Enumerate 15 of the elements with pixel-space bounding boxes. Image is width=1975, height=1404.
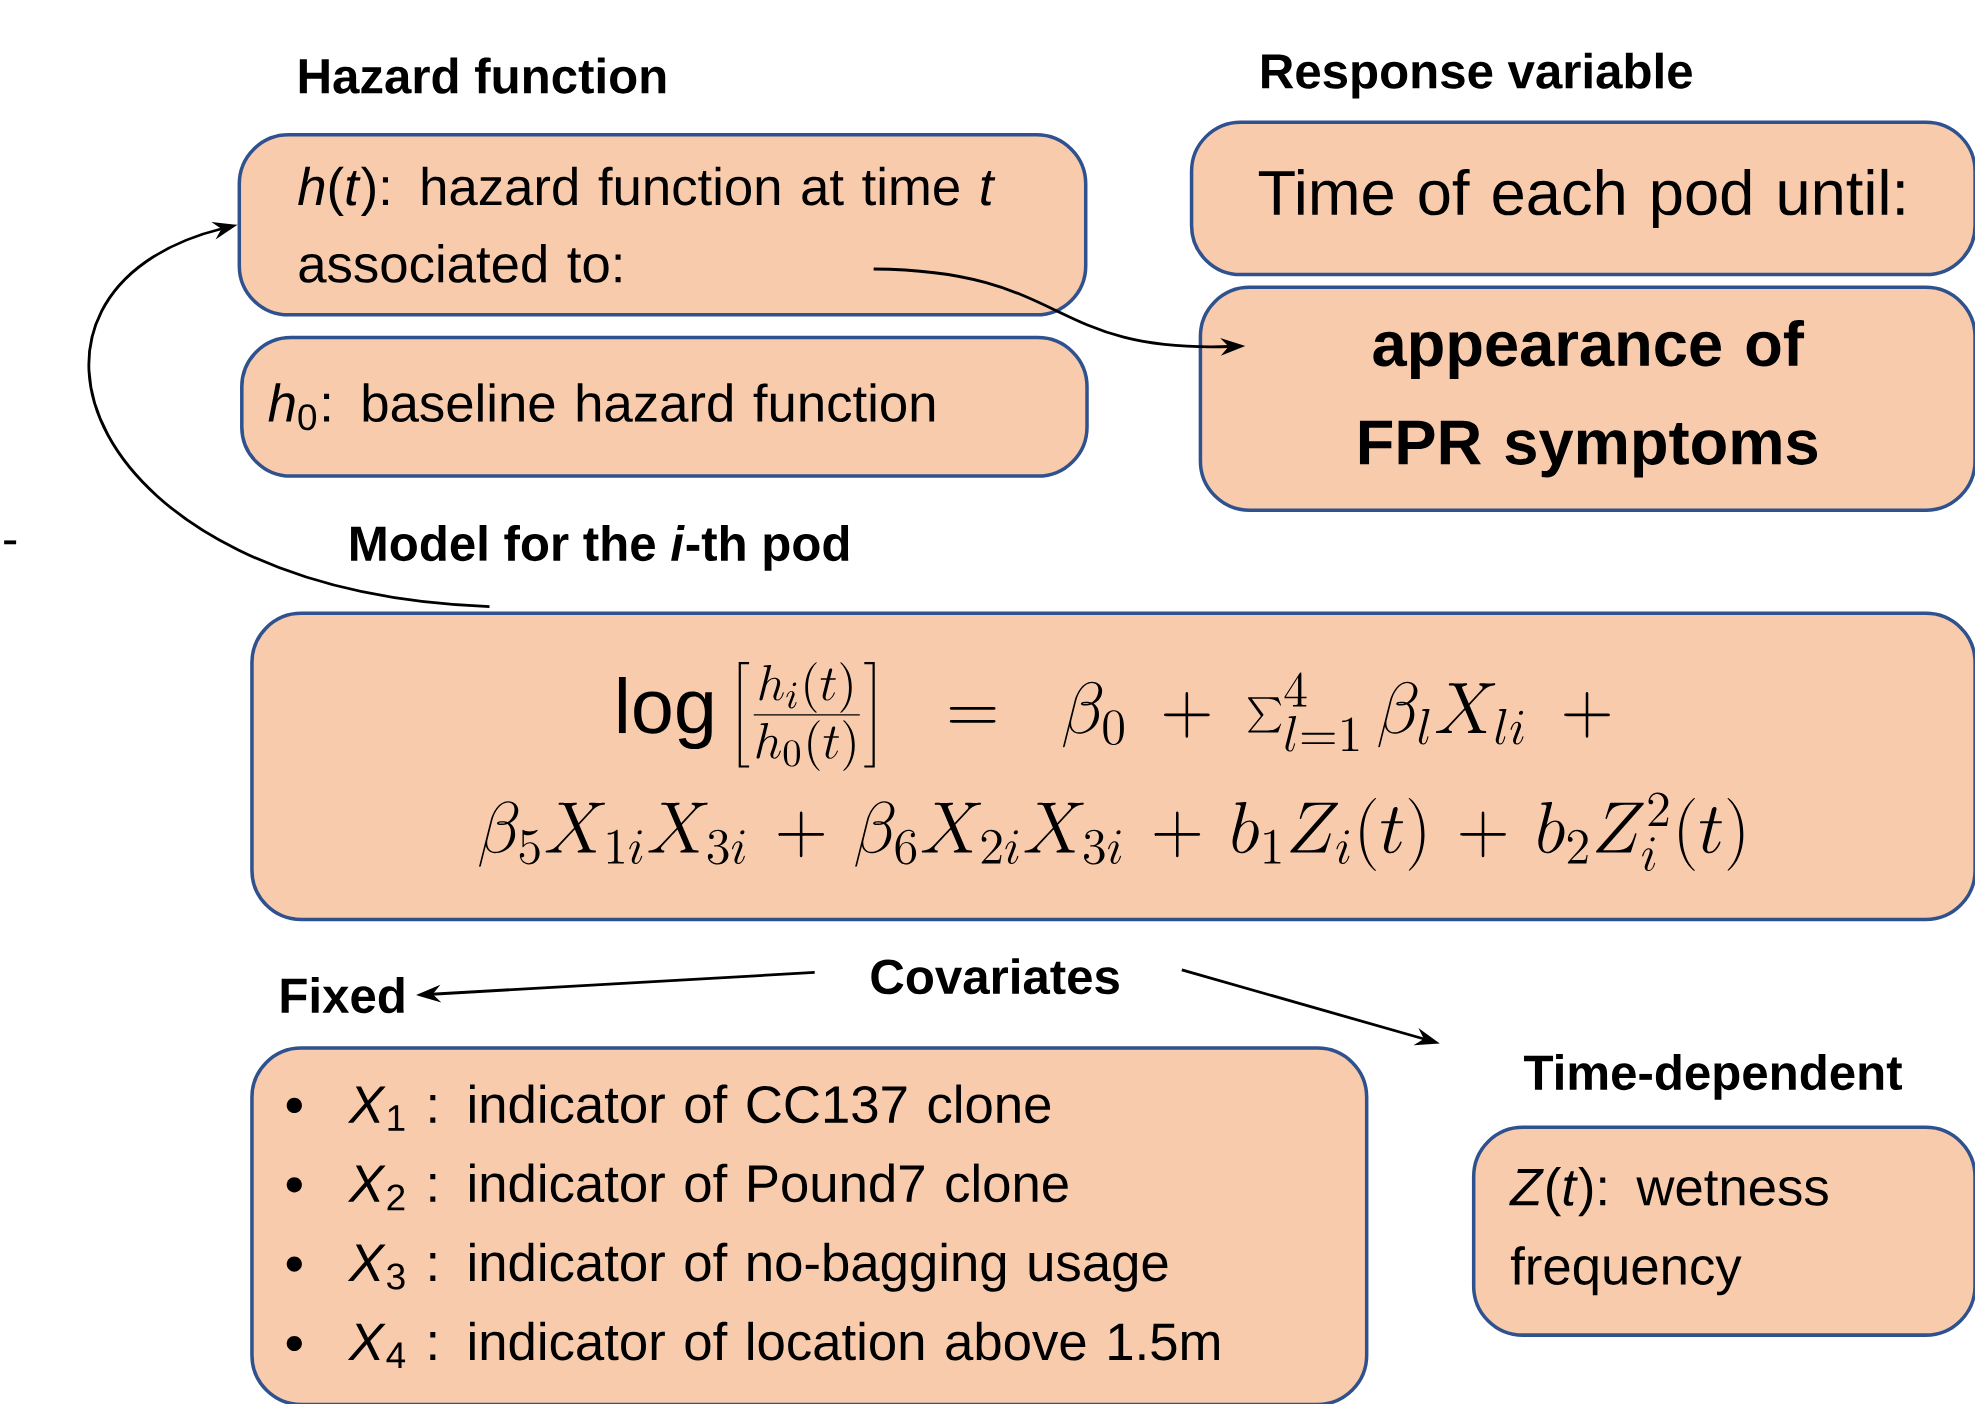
heading-text: Covariates	[871, 957, 1119, 995]
heading-text: Model for the i-th pod	[351, 524, 849, 571]
arrow	[88, 221, 490, 608]
response-box: Time of each pod until:	[1189, 120, 1975, 277]
dash-mark: -	[4, 540, 17, 545]
hazard-box: h$_{0}$: baseline hazard function	[240, 335, 1089, 478]
covariate-list-box: X$_{1}$ : indicator of CC137 clone X$_{2}$ : indicator of Pound7 clone X$_{3}$ : indicator of no-bagging usage X$_{4}$ : indicator of location above 1.5m	[250, 1046, 1369, 1404]
heading-text: Time-dependent	[1524, 1053, 1902, 1100]
heading-text: Fixed	[281, 976, 404, 1013]
hazard-box: h(t): hazard function at time t associated to:	[237, 132, 1088, 317]
response-box: appearance of FPR symptoms	[1198, 285, 1975, 512]
heading-text: Hazard function	[299, 57, 666, 94]
formula-box: $\log\left[\frac{h_i(t)}{h_0(t)}\right] = \beta_0 + \sum_{l=1}^{4}\beta_l X_{li} + \beta_5 X_{1i}X_{3i} + \beta_6 X_{2i}X_{3i} + b_1 Z_i(t) + b_2 Z_i^2(t)$	[250, 611, 1975, 921]
covariate-box: Z(t): wetness frequency	[1471, 1125, 1975, 1337]
heading-text: Response variable	[1262, 52, 1692, 99]
